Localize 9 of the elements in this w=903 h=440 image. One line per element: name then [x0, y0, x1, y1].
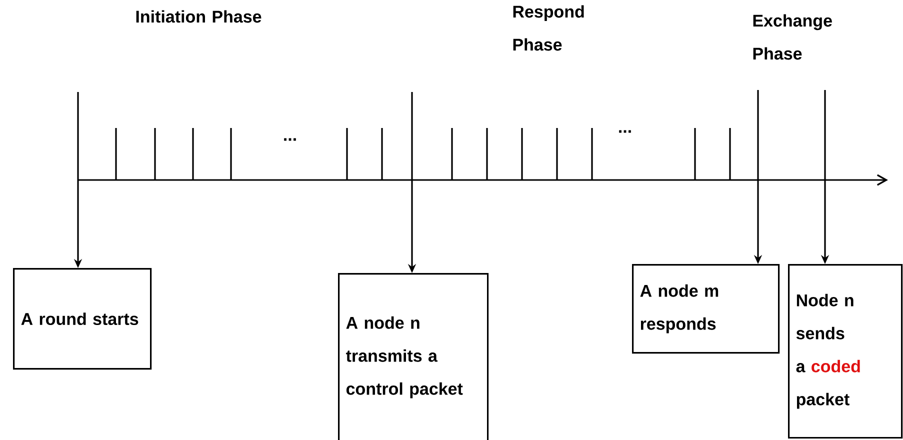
phase-label: Initiation Phase: [136, 10, 262, 23]
text-box: Node n sends a coded packet: [788, 264, 903, 439]
text-box: A node n transmits a control packet: [338, 273, 489, 440]
ellipsis: ...: [284, 138, 296, 141]
text-box: A round starts: [13, 268, 152, 370]
text-box: A node m responds: [632, 264, 780, 354]
phase-label: Exchange Phase: [753, 14, 832, 60]
phase-label: Respond Phase: [513, 5, 584, 51]
ellipsis: ...: [619, 130, 631, 133]
